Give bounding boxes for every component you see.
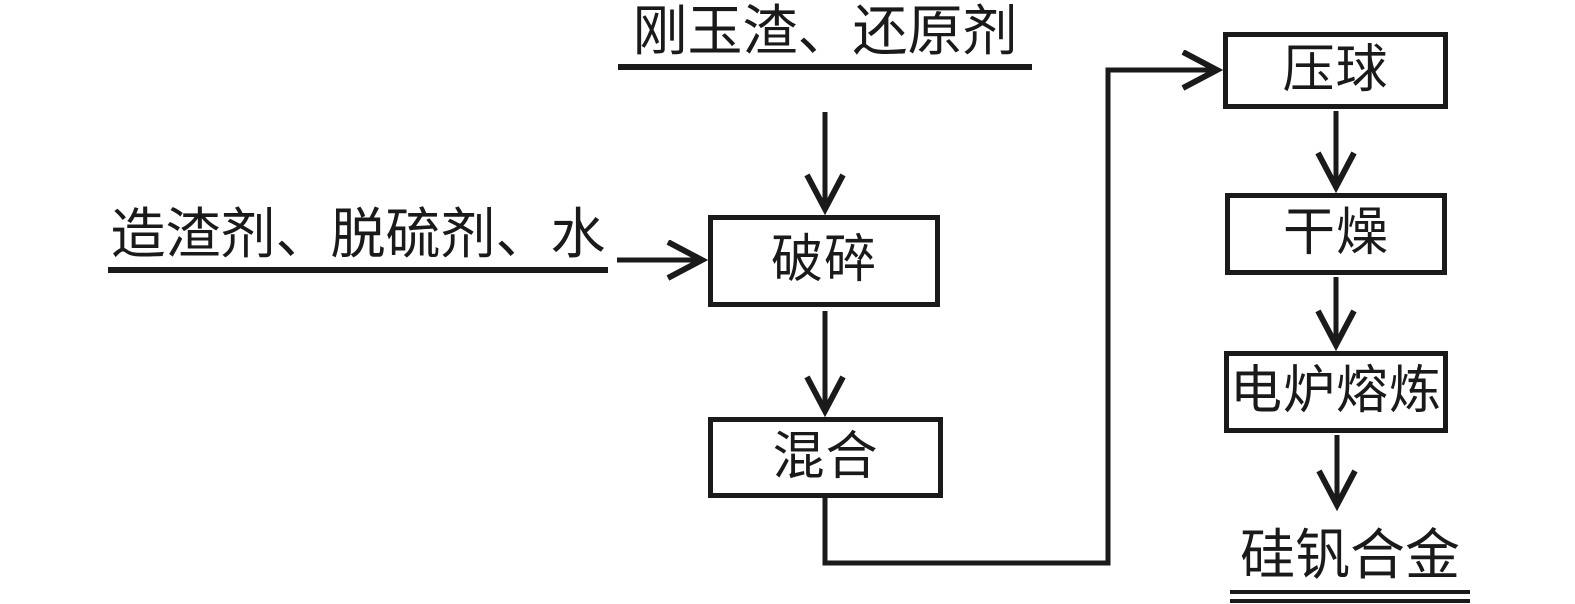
process-box-crush-label: 破碎 xyxy=(770,232,877,289)
arrow-mix-to-press-elbow xyxy=(822,70,1217,566)
process-box-dry-label: 干燥 xyxy=(1282,205,1389,262)
process-box-press: 压球 xyxy=(1223,32,1448,109)
process-box-smelt-label: 电炉熔炼 xyxy=(1229,363,1442,420)
process-box-smelt: 电炉熔炼 xyxy=(1224,351,1448,433)
process-box-mix-label: 混合 xyxy=(772,428,879,486)
input-label-left-feed: 造渣剂、脱硫剂、水 xyxy=(108,203,608,274)
process-box-press-label: 压球 xyxy=(1282,41,1389,99)
process-box-crush: 破碎 xyxy=(708,215,940,307)
process-box-mix: 混合 xyxy=(708,417,943,498)
input-label-top-feed: 刚玉渣、还原剂 xyxy=(618,0,1032,71)
output-label-product: 硅钒合金 xyxy=(1230,524,1470,604)
process-box-dry: 干燥 xyxy=(1225,193,1447,275)
